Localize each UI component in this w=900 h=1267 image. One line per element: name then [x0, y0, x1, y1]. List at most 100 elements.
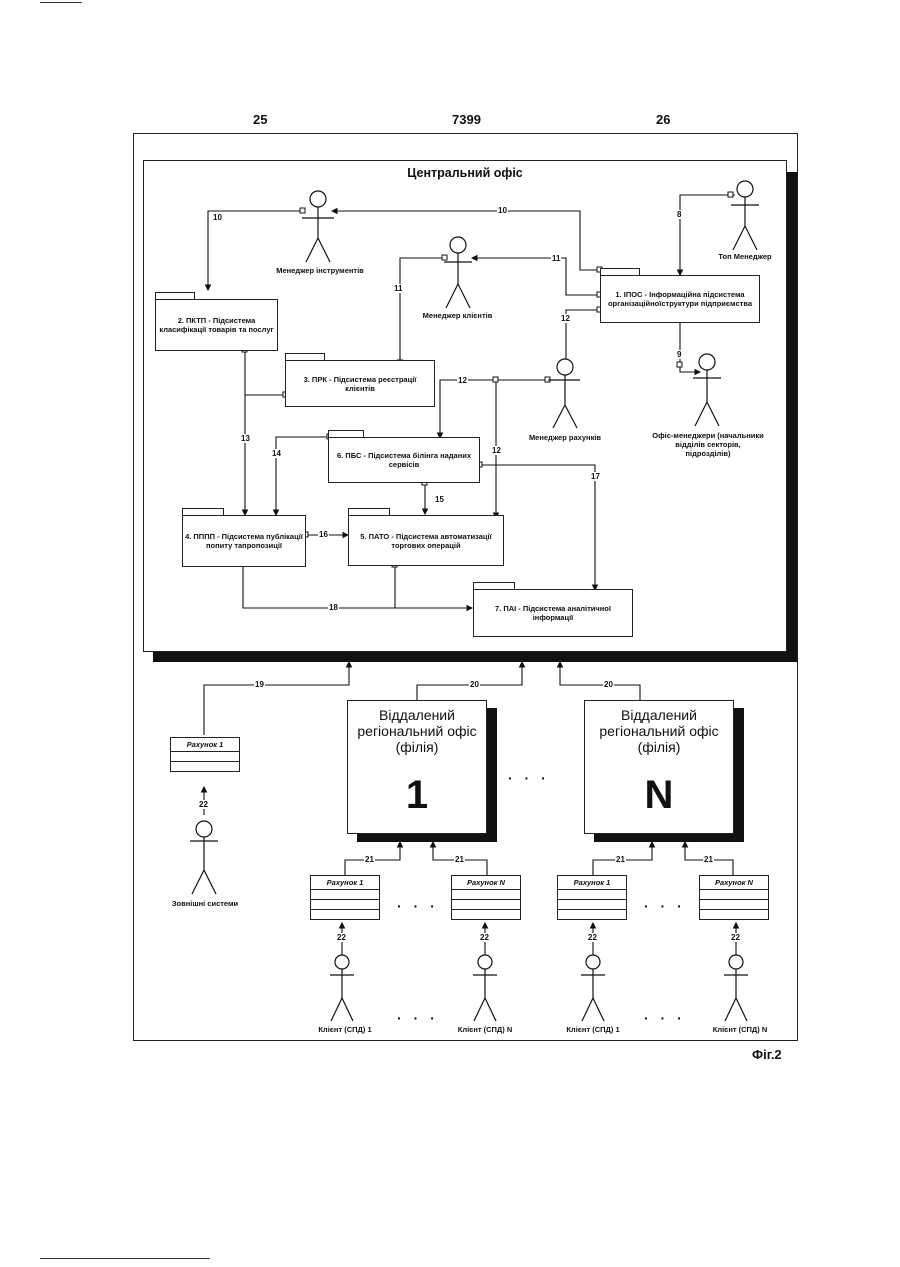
connector-label-22e: 22: [730, 933, 741, 942]
account-row: [171, 762, 239, 771]
actor-instruments-manager: [302, 191, 334, 262]
connector-label-8: 8: [676, 210, 682, 219]
connector-label-12a: 12: [560, 314, 571, 323]
footer-rule: [40, 1258, 210, 1259]
connector-label-21d: 21: [703, 855, 714, 864]
account-external-title: Рахунок 1: [171, 738, 239, 752]
actor-client-1a: [330, 955, 354, 1021]
package-tab-pai: [473, 582, 515, 589]
label-account-manager: Менеджер рахунків: [510, 433, 620, 442]
connector-label-22d: 22: [587, 933, 598, 942]
account-1-title: Рахунок 1: [311, 876, 379, 890]
actor-account-manager: [548, 359, 580, 428]
connector-label-9: 9: [676, 350, 682, 359]
connector-label-22b: 22: [336, 933, 347, 942]
package-pktp: 2. ПКТП - Підсистема класифікації товарі…: [155, 299, 278, 351]
actor-client-nb: [724, 955, 748, 1021]
package-tab-pato: [348, 508, 390, 515]
connector-label-16: 16: [318, 530, 329, 539]
package-tab-prk: [285, 353, 325, 360]
connector-label-21b: 21: [454, 855, 465, 864]
remote-office-n-title: Віддалений регіональний офіс (філія): [585, 707, 733, 755]
remote-office-1-number: 1: [348, 773, 486, 818]
connector-label-21c: 21: [615, 855, 626, 864]
package-pbs: 6. ПБС - Підсистема білінга наданих серв…: [328, 437, 480, 483]
account-row: [311, 890, 379, 900]
account-row: [700, 910, 768, 919]
account-external: Рахунок 1: [170, 737, 240, 772]
label-office-managers: Офіс-менеджери (начальники відділів сект…: [652, 431, 764, 458]
package-prk: 3. ПРК - Підсистема реєстрації клієнтів: [285, 360, 435, 407]
account-row: [311, 900, 379, 910]
account-row: [452, 910, 520, 919]
account-row: [452, 900, 520, 910]
account-row: [171, 752, 239, 762]
connector-label-17: 17: [590, 472, 601, 481]
connector-label-11a: 11: [393, 284, 403, 293]
connector-label-20a: 20: [469, 680, 480, 689]
connector-label-20b: 20: [603, 680, 614, 689]
actor-external-systems: [190, 821, 218, 894]
accounts-ellipsis-left: · · ·: [397, 898, 439, 914]
remote-office-n-number: N: [585, 773, 733, 818]
connector-label-12b: 12: [457, 376, 468, 385]
connector-label-19: 19: [254, 680, 265, 689]
actor-client-na: [473, 955, 497, 1021]
connector-label-14: 14: [271, 449, 282, 458]
package-tab-ipos: [600, 268, 640, 275]
remote-office-n: Віддалений регіональний офіс (філія) N: [584, 700, 734, 834]
connector-label-18: 18: [328, 603, 339, 612]
account-1: Рахунок 1: [310, 875, 380, 920]
account-row: [700, 900, 768, 910]
connector-label-22c: 22: [479, 933, 490, 942]
label-client-manager: Менеджер клієнтів: [405, 311, 510, 320]
package-pppp: 4. ПППП - Підсистема публікації попиту т…: [182, 515, 306, 567]
package-tab-pktp: [155, 292, 195, 299]
account-row: [558, 910, 626, 919]
account-3-title: Рахунок 1: [558, 876, 626, 890]
account-3: Рахунок 1: [557, 875, 627, 920]
top-rule: [40, 2, 82, 3]
account-row: [558, 900, 626, 910]
actor-client-manager: [444, 237, 472, 308]
label-client-na: Клієнт (СПД) N: [440, 1025, 530, 1034]
account-2: Рахунок N: [451, 875, 521, 920]
connector-label-21a: 21: [364, 855, 375, 864]
actor-top-manager: [731, 181, 759, 250]
connector-label-22a: 22: [198, 800, 209, 809]
clients-ellipsis-right: · · ·: [644, 1010, 686, 1026]
connector-label-13: 13: [240, 434, 251, 443]
account-row: [700, 890, 768, 900]
accounts-ellipsis-right: · · ·: [644, 898, 686, 914]
label-client-1a: Клієнт (СПД) 1: [300, 1025, 390, 1034]
figure-caption: Фіг.2: [752, 1047, 782, 1062]
package-tab-pppp: [182, 508, 224, 515]
account-row: [558, 890, 626, 900]
account-4: Рахунок N: [699, 875, 769, 920]
label-top-manager: Топ Менеджер: [705, 252, 785, 261]
connector-label-11b: 11: [551, 254, 561, 263]
connector-label-10a: 10: [212, 213, 223, 222]
account-2-title: Рахунок N: [452, 876, 520, 890]
actor-client-1b: [581, 955, 605, 1021]
package-ipos: 1. ІПОС - Інформаційна підсистема органі…: [600, 275, 760, 323]
actor-office-manager: [693, 354, 721, 426]
account-row: [311, 910, 379, 919]
remote-office-1-title: Віддалений регіональний офіс (філія): [348, 707, 486, 755]
label-external-systems: Зовнішні системи: [150, 899, 260, 908]
remote-office-1: Віддалений регіональний офіс (філія) 1: [347, 700, 487, 834]
label-instruments-manager: Менеджер інструментів: [255, 266, 385, 275]
connector-label-12c: 12: [491, 446, 502, 455]
clients-ellipsis-left: · · ·: [397, 1010, 439, 1026]
package-pai: 7. ПАІ - Підсистема аналітичної інформац…: [473, 589, 633, 637]
connector-label-10b: 10: [497, 206, 508, 215]
label-client-nb: Клієнт (СПД) N: [690, 1025, 790, 1034]
package-tab-pbs: [328, 430, 364, 437]
offices-ellipsis: · · ·: [508, 770, 550, 786]
account-row: [452, 890, 520, 900]
connector-label-15: 15: [434, 495, 445, 504]
package-pato: 5. ПАТО - Підсистема автоматизації торго…: [348, 515, 504, 566]
label-client-1b: Клієнт (СПД) 1: [548, 1025, 638, 1034]
account-4-title: Рахунок N: [700, 876, 768, 890]
